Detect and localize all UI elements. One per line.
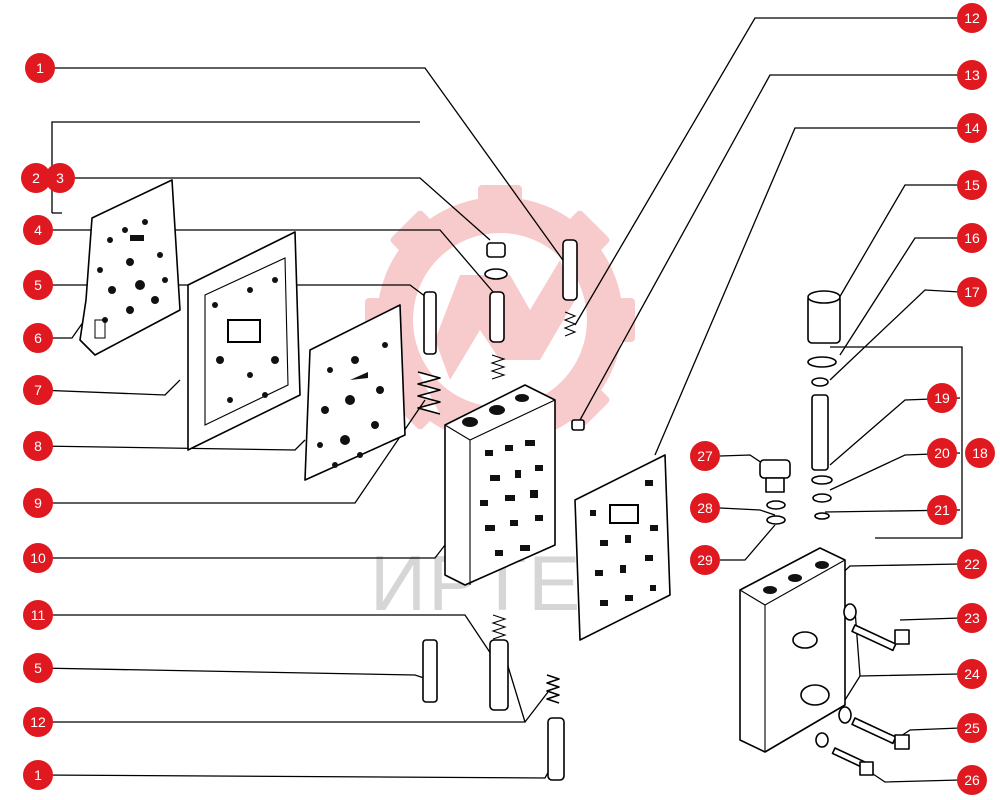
svg-text:29: 29 xyxy=(697,552,713,568)
callout-10: 10 xyxy=(23,543,53,573)
callout-14: 14 xyxy=(957,113,987,143)
svg-text:7: 7 xyxy=(34,382,42,398)
svg-text:10: 10 xyxy=(30,550,46,566)
svg-text:1: 1 xyxy=(36,60,44,76)
callout-4: 4 xyxy=(23,215,53,245)
callout-13: 13 xyxy=(957,60,987,90)
callout-1: 1 xyxy=(25,53,55,83)
svg-text:21: 21 xyxy=(934,502,950,518)
svg-text:13: 13 xyxy=(964,67,980,83)
callout-21: 21 xyxy=(927,495,957,525)
callout-24: 24 xyxy=(957,659,987,689)
valve-body-10 xyxy=(444,384,556,586)
svg-text:27: 27 xyxy=(697,448,713,464)
callout-27: 27 xyxy=(690,441,720,471)
svg-text:23: 23 xyxy=(964,610,980,626)
callout-20: 20 xyxy=(927,438,957,468)
svg-text:25: 25 xyxy=(964,720,980,736)
svg-text:11: 11 xyxy=(31,607,46,623)
svg-text:5: 5 xyxy=(34,277,42,293)
svg-text:26: 26 xyxy=(964,772,980,788)
svg-text:5: 5 xyxy=(34,660,42,676)
callout-11: 11 xyxy=(23,600,53,630)
callout-1-lower: 1 xyxy=(23,760,53,790)
svg-text:6: 6 xyxy=(34,330,42,346)
callout-23: 23 xyxy=(957,603,987,633)
svg-text:24: 24 xyxy=(964,666,980,682)
plate-14 xyxy=(574,454,671,641)
svg-text:12: 12 xyxy=(964,10,980,26)
callout-2: 2 xyxy=(21,163,51,193)
svg-text:1: 1 xyxy=(34,767,42,783)
callout-3: 3 xyxy=(45,163,75,193)
callout-12-lower: 12 xyxy=(23,707,53,737)
callout-7: 7 xyxy=(23,375,53,405)
svg-text:12: 12 xyxy=(30,714,46,730)
callout-6: 6 xyxy=(23,323,53,353)
svg-text:22: 22 xyxy=(964,556,980,572)
callouts: 1 2 3 4 5 6 7 8 9 10 11 5 12 1 12 13 14 … xyxy=(21,3,995,795)
bracket-2 xyxy=(51,121,420,213)
svg-text:15: 15 xyxy=(964,177,980,193)
svg-text:14: 14 xyxy=(964,120,980,136)
small-parts xyxy=(417,239,910,781)
callout-16: 16 xyxy=(957,223,987,253)
callout-29: 29 xyxy=(690,545,720,575)
plate-7 xyxy=(187,231,301,451)
svg-text:19: 19 xyxy=(934,390,950,406)
callout-5: 5 xyxy=(23,270,53,300)
bracket-18 xyxy=(830,346,963,539)
callout-25: 25 xyxy=(957,713,987,743)
callout-8: 8 xyxy=(23,431,53,461)
svg-text:3: 3 xyxy=(56,170,64,186)
svg-text:9: 9 xyxy=(34,495,42,511)
svg-text:20: 20 xyxy=(934,445,950,461)
callout-15: 15 xyxy=(957,170,987,200)
callout-28: 28 xyxy=(690,493,720,523)
plate-8 xyxy=(304,304,406,481)
svg-text:8: 8 xyxy=(34,438,42,454)
svg-text:18: 18 xyxy=(972,445,988,461)
callout-9: 9 xyxy=(23,488,53,518)
callout-19: 19 xyxy=(927,383,957,413)
callout-12: 12 xyxy=(957,3,987,33)
callout-22: 22 xyxy=(957,549,987,579)
callout-18: 18 xyxy=(965,438,995,468)
svg-text:16: 16 xyxy=(964,230,980,246)
svg-text:2: 2 xyxy=(32,170,40,186)
plate-6 xyxy=(79,179,181,356)
housing-22 xyxy=(739,547,846,753)
callout-5-lower: 5 xyxy=(23,653,53,683)
svg-text:28: 28 xyxy=(697,500,713,516)
svg-text:4: 4 xyxy=(34,222,42,238)
callout-17: 17 xyxy=(957,277,987,307)
svg-text:17: 17 xyxy=(964,284,980,300)
callout-26: 26 xyxy=(957,765,987,795)
